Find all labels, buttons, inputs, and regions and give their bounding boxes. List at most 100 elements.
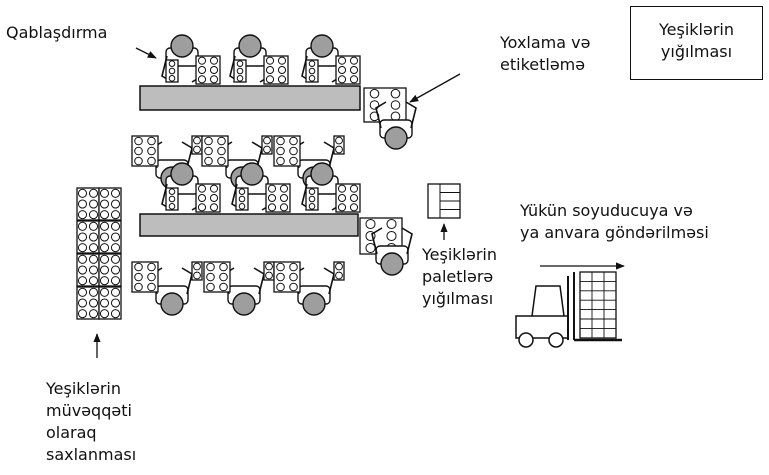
small-fruit-box [262,136,272,154]
packing-station-2-3 [274,262,344,315]
fruit-box [132,136,158,166]
worker-head [239,35,261,57]
fruit-box-outline [306,60,318,82]
worker-head [171,163,193,185]
fruit-box-outline [334,136,344,154]
worker-head [171,35,193,57]
worker-head [241,163,263,185]
fruit-box [336,184,360,212]
checking-label-line1: Yoxlama və [500,32,590,54]
storage-label-line1: Yeşiklərin [46,378,136,400]
worker-head [311,163,333,185]
checked-fruit-box [364,88,406,122]
fruit-box-outline [196,56,220,84]
stored-fruit-box [77,254,99,286]
stored-fruit-box [99,287,121,319]
fruit-box-outline [77,254,99,286]
worker-head [381,253,403,275]
fruit-box-outline [99,254,121,286]
palletizing-label: Yeşiklərin paletlərə yığılması [422,244,497,310]
worker-head [385,127,407,149]
palletizing-label-line2: paletlərə [422,266,497,288]
fruit-box-outline [99,221,121,253]
pallet-stack-icon [428,184,460,218]
fruit-box-outline [132,262,158,292]
packing-station-1-1 [162,35,220,84]
fruit-box-outline [266,184,290,212]
fruit-box-outline [264,262,274,280]
checking-station-2 [360,218,412,275]
small-fruit-box [334,136,344,154]
fruit-box [202,136,228,166]
fruit-box-outline [236,188,248,210]
forklift-front-wheel [549,333,563,347]
fruit-box-outline [306,188,318,210]
worker-head [233,293,255,315]
fruit-box-outline [132,136,158,166]
fruit-box [274,136,300,166]
fruit-box-outline [336,56,360,84]
fruit-box-outline [274,136,300,166]
stored-fruit-box [77,221,99,253]
fruit-box [336,56,360,84]
fruit-box [132,262,158,292]
packing-station-1-2 [230,35,288,84]
stored-fruit-box [99,254,121,286]
packing-arrow [136,48,156,58]
conveyor-table-1 [140,86,360,110]
box-stacking-title-box: Yeşiklərin yığılması [630,6,763,80]
fruit-box-outline [202,136,228,166]
temporary-storage-label: Yeşiklərin müvəqqəti olaraq saxlanması [46,378,136,466]
fruit-box-outline [192,262,202,280]
small-fruit-box [192,262,202,280]
fruit-box-outline [234,60,246,82]
fruit-box-outline [166,60,178,82]
box-stacking-line1: Yeşiklərin [631,19,762,41]
small-fruit-box [334,262,344,280]
small-fruit-box [166,60,178,82]
palletizing-label-line3: yığılması [422,288,497,310]
temporary-storage-stack [77,188,121,319]
fruit-box [264,56,288,84]
fruit-box-outline [196,184,220,212]
checking-label-line2: etiketləmə [500,54,590,76]
shipping-label-line1: Yükün soyuducuya və [520,200,709,222]
fruit-box [196,184,220,212]
packing-station-1-3 [302,35,360,84]
small-fruit-box [264,262,274,280]
small-fruit-box [234,60,246,82]
worker-head [303,293,325,315]
fruit-box-outline [99,287,121,319]
fruit-box-outline [99,188,121,220]
box-stacking-line2: yığılması [631,41,762,63]
fruit-box-outline [336,184,360,212]
forklift-cab [532,286,564,316]
fruit-box-outline [77,287,99,319]
storage-label-line2: müvəqqəti [46,400,136,422]
packing-station-2-1 [132,262,202,315]
small-fruit-box [306,188,318,210]
forklift-with-load [516,272,622,347]
fruit-box [196,56,220,84]
worker-head [311,35,333,57]
pallet-load [580,272,616,338]
stored-fruit-box [77,287,99,319]
stored-fruit-box [99,221,121,253]
storage-label-line4: saxlanması [46,444,136,466]
shipping-label: Yükün soyuducuya və ya anvara göndərilmə… [520,200,709,244]
fruit-box-outline [192,136,202,154]
storage-label-line3: olaraq [46,422,136,444]
forklift-rear-wheel [519,333,533,347]
small-fruit-box [166,188,178,210]
stored-fruit-box [99,188,121,220]
fruit-box-outline [77,221,99,253]
fruit-box-outline [77,188,99,220]
palletizing-label-line1: Yeşiklərin [422,244,497,266]
stored-fruit-box [77,188,99,220]
box-stacking-title: Yeşiklərin yığılması [631,19,762,63]
fruit-box-outline [166,188,178,210]
checking-arrow [410,74,460,102]
packing-label: Qablaşdırma [6,22,107,44]
fruit-box [204,262,230,292]
